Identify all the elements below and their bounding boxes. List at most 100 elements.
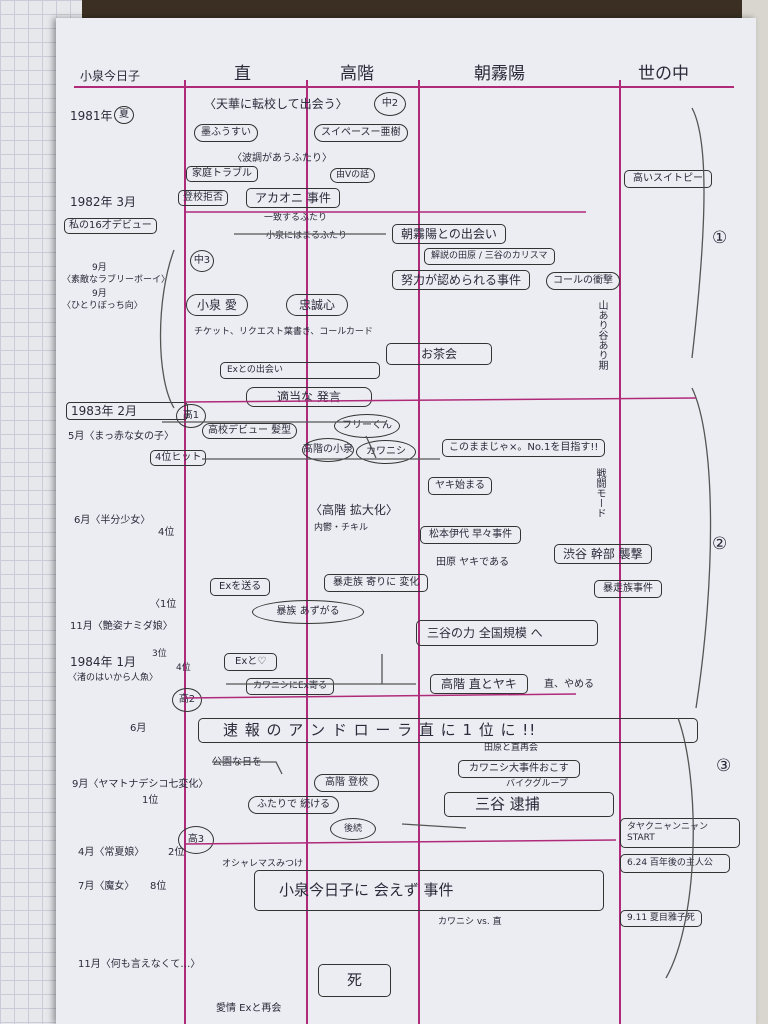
- rank-7: 8位: [150, 881, 167, 892]
- adequate-box: 適当な 発言: [246, 387, 372, 407]
- year-1984: 1984年 1月: [70, 655, 136, 669]
- header-rule: [74, 86, 734, 88]
- duo-box: 解説の田原 / 三谷のカリスマ: [424, 248, 555, 265]
- mitani-box: 三谷の力 全国規模 へ: [416, 620, 598, 646]
- header-col-asagiri: 朝霧陽: [474, 64, 525, 84]
- rank-4: 2位: [168, 847, 185, 858]
- grade-h3: 高3: [178, 826, 214, 854]
- debut-box: 私の16才デビュー: [64, 218, 157, 234]
- gosoku-oval: 後続: [330, 818, 376, 840]
- tyo-box: スイペースー亜樹: [314, 124, 408, 142]
- koizumi-love-box: 小泉 愛: [186, 294, 248, 316]
- tahara2-note: 田原と直再会: [484, 743, 539, 753]
- rank4c-note: 4位: [176, 663, 191, 673]
- column-rule-4: [619, 80, 621, 1024]
- tahara-note: 田原 ヤキである: [436, 557, 510, 568]
- song-1984: 〈渚のはいから人魚〉: [68, 673, 159, 683]
- naiten-note: 内鬱・チキル: [314, 523, 369, 533]
- exheart-box: Exと♡: [224, 653, 278, 671]
- rank4-box: 4位ヒット: [150, 450, 207, 466]
- meet-note: 〈天華に転校して出会う〉: [204, 97, 348, 111]
- death-box: 死: [318, 964, 392, 997]
- battle-note: 戦闘モード: [594, 468, 605, 518]
- kawanishi-ex-box: カワニシにEx寄る: [246, 678, 335, 695]
- wave-note: 〈波調があうふたり〉: [232, 153, 332, 164]
- trouble-box: 家庭トラブル: [186, 166, 258, 182]
- month-9c: 9月〈ヤマトナデシコ七変化〉: [72, 779, 209, 790]
- tanaka-box: タヤクニャンニャンSTART: [620, 818, 740, 848]
- speed-box: 高いスイトピー: [624, 170, 712, 188]
- enlarge-note: 〈高階 拡大化〉: [310, 503, 398, 517]
- grade-h1: 高1: [176, 404, 206, 428]
- takashi-yaki-box: 高階 直とヤキ: [430, 674, 528, 694]
- hairstyle-box: 高校デビュー 髪型: [202, 423, 298, 439]
- month-11b: 11月〈何も言えなくて…〉: [78, 959, 201, 970]
- dv-box: 由Vの話: [330, 168, 376, 183]
- grade-c3: 中3: [190, 250, 214, 272]
- akaoni-box: アカオニ 事件: [246, 188, 340, 208]
- yamiage-note: 山あり谷あり期: [596, 300, 607, 370]
- period-1: ①: [712, 228, 728, 248]
- ticket-note: チケット、リクエスト葉書き、コールカード: [194, 327, 373, 337]
- rank4b-note: 4位: [158, 527, 175, 538]
- takashi-box: 高階 登校: [314, 774, 380, 792]
- song-9b: 〈ひとりぼっち向〉: [62, 301, 143, 311]
- choku-note: 直、やめる: [544, 679, 594, 690]
- header-col-choku: 直: [234, 64, 251, 84]
- month-9b: 9月: [92, 289, 107, 299]
- month-5: 5月〈まっ赤な女の子〉: [68, 431, 174, 442]
- header-col-world: 世の中: [638, 64, 689, 84]
- yakifu-box: ヤキ始まる: [428, 477, 492, 495]
- number1-box: このままじゃ×。No.1を目指す!!: [442, 439, 606, 457]
- futari-box: ふたりで 続ける: [248, 796, 340, 814]
- rank11-note: 〈1位: [150, 599, 177, 610]
- header-col-takashi: 高階: [340, 64, 374, 84]
- month-11a: 11月〈艶姿ナミダ娘〉: [70, 621, 173, 632]
- ex-meet-box: Exとの出会い: [220, 362, 380, 379]
- bottom-note: 愛情 Exと再会: [216, 1003, 282, 1014]
- call-box: コールの衝撃: [546, 272, 620, 290]
- column-rule-3: [418, 80, 420, 1024]
- header-title: 小泉今日子: [80, 69, 141, 83]
- mikkame-note: オシャレマスみつけ: [222, 859, 304, 869]
- matsumoto-box: 松本伊代 早々事件: [420, 526, 522, 544]
- bousou-box: 暴走族事件: [594, 580, 662, 598]
- shibuya-box: 渋谷 幹部 襲撃: [554, 544, 652, 564]
- effort-box: 努力が認められる事件: [392, 270, 531, 290]
- memo-box: 6.24 百年後の主人公: [620, 854, 730, 873]
- asagiri-meet-box: 朝霧陽との出会い: [392, 224, 506, 244]
- school-box: 登校拒否: [178, 190, 228, 206]
- month-6b: 6月: [130, 723, 147, 734]
- song-9a: 〈素敵なラブリーボーイ〉: [62, 275, 171, 285]
- year-1981: 1981年: [70, 109, 113, 123]
- summer-circle: 夏: [114, 106, 134, 124]
- koizumi-obs-circle: 高階の小泉: [302, 438, 354, 462]
- rank-9c: 1位: [142, 795, 159, 806]
- pen-strokes: [159, 107, 712, 979]
- devotion-box: 忠誠心: [286, 294, 349, 316]
- kawa-vs-note: カワニシ vs. 直: [438, 917, 502, 927]
- ban-box: 暴走族 寄りに 変化: [324, 574, 429, 592]
- month-7: 7月〈魔女〉: [78, 881, 135, 892]
- mitani-arrest-box: 三谷 逮捕: [444, 792, 614, 817]
- month-6: 6月〈半分少女〉: [74, 515, 151, 526]
- rank3-note: 3位: [152, 649, 167, 659]
- month-4: 4月〈常夏娘〉: [78, 847, 145, 858]
- ending-box: 9.11 夏目雅子死: [620, 910, 702, 927]
- kyo-note: 小泉にはまるふたり: [266, 231, 348, 241]
- rank1-banner: 速 報 の ア ン ド ロ ー ラ 直 に 1 位 に !!: [198, 718, 698, 743]
- kiyo-box: 墨ふうすい: [194, 124, 258, 142]
- period-2: ②: [712, 534, 728, 554]
- column-rule-1: [184, 80, 186, 1024]
- column-rule-2: [306, 80, 308, 1024]
- period-3: ③: [716, 756, 732, 776]
- exsend-box: Exを送る: [210, 578, 271, 596]
- year-1982: 1982年 3月: [70, 195, 136, 209]
- grade-h2: 高2: [172, 688, 202, 712]
- grade-c2: 中2: [374, 92, 406, 116]
- ochakai-box: お茶会: [386, 343, 493, 365]
- bansyo-oval: 暴族 あずがる: [252, 600, 364, 624]
- kawanishi-circle: カワニシ: [356, 440, 416, 464]
- bikewarp-note: バイクグループ: [506, 779, 568, 789]
- timeline-sheet: 小泉今日子 直 高階 朝霧陽 世の中 1981年 夏 1982年 3月 私の16…: [56, 18, 756, 1024]
